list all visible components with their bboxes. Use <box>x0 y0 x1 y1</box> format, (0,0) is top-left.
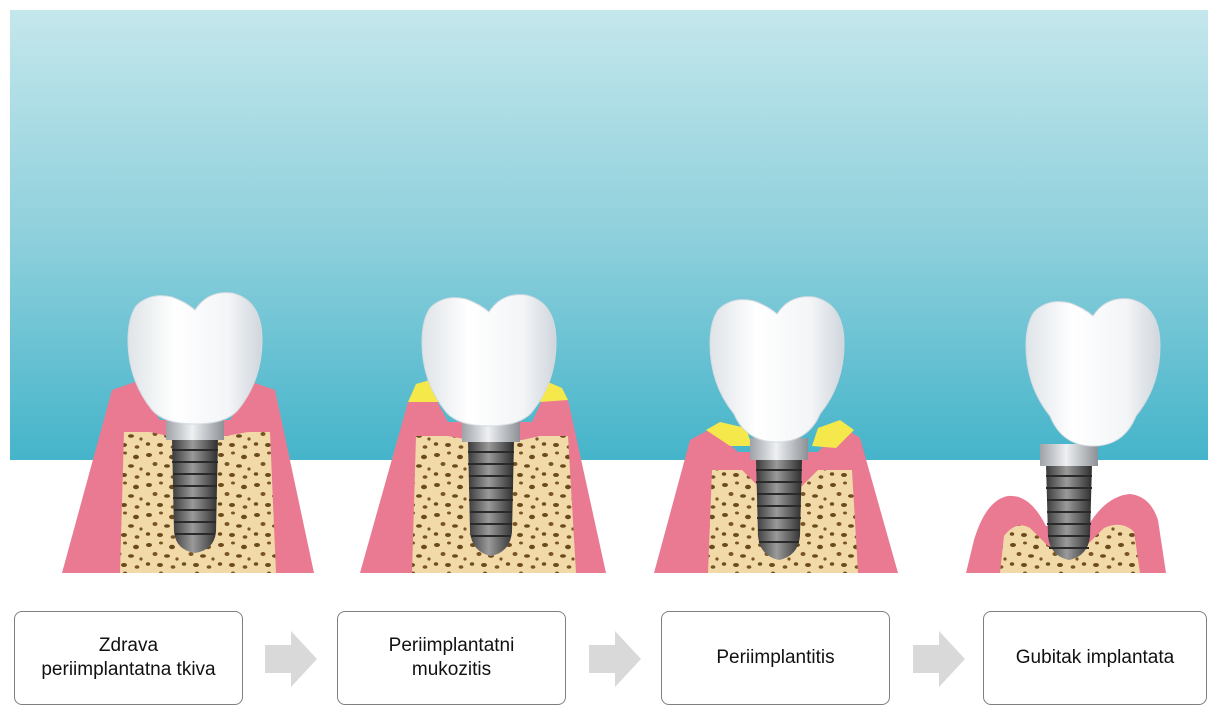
stage-label-periimplantitis: Periimplantitis <box>661 611 890 705</box>
abutment <box>1040 444 1098 466</box>
implant-screw <box>172 438 218 553</box>
arrow-right-icon <box>589 631 641 687</box>
stage-label-text: Gubitak implantata <box>1016 646 1174 670</box>
crown <box>128 293 262 424</box>
stage-label-text: Zdrava periimplantatna tkiva <box>41 634 215 682</box>
arrow-right-icon <box>913 631 965 687</box>
stage-label-healthy: Zdrava periimplantatna tkiva <box>14 611 243 705</box>
crown <box>422 295 556 426</box>
stage-label-implant-loss: Gubitak implantata <box>983 611 1207 705</box>
stage-label-mucositis: Periimplantatni mukozitis <box>337 611 566 705</box>
implant-stages-illustration <box>0 0 1208 580</box>
stage-label-text: Periimplantatni mukozitis <box>389 634 515 682</box>
implant-screw <box>756 458 802 560</box>
implant-screw <box>468 440 514 556</box>
arrow-right-icon <box>265 631 317 687</box>
stage-label-text: Periimplantitis <box>716 646 834 670</box>
